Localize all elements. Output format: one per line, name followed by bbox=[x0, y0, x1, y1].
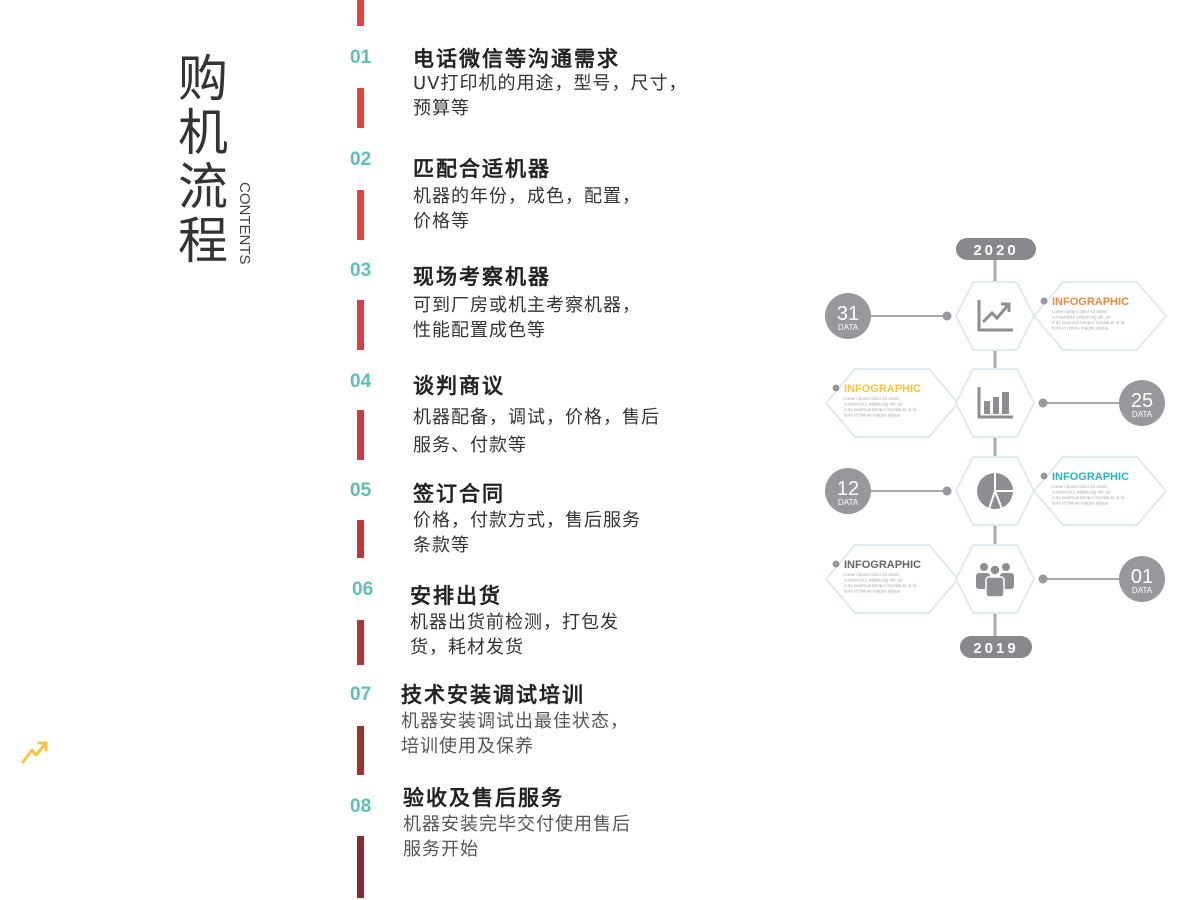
pie-chart-icon bbox=[977, 472, 1014, 510]
infographic-card bbox=[1032, 456, 1168, 526]
step-title: 验收及售后服务 bbox=[403, 786, 564, 810]
step-desc: 价格，付款方式，售后服务条款等 bbox=[413, 510, 641, 556]
data-value: 25 bbox=[1131, 390, 1153, 412]
page-title: 购机流程 bbox=[178, 50, 228, 270]
connector-dot bbox=[1038, 398, 1048, 408]
data-circle bbox=[1119, 556, 1165, 602]
label-dot bbox=[832, 560, 840, 568]
step-desc: 机器出货前检测，打包发货，耗材发货 bbox=[410, 612, 619, 658]
timeline-bar bbox=[357, 726, 364, 775]
timeline-bar bbox=[357, 620, 364, 665]
data-unit: DATA bbox=[1132, 410, 1153, 419]
step-number: 01 bbox=[350, 47, 372, 68]
step-title: 技术安装调试培训 bbox=[401, 683, 585, 707]
step-title: 电话微信等沟通需求 bbox=[413, 47, 620, 71]
step-number: 04 bbox=[350, 371, 372, 392]
data-unit: DATA bbox=[838, 498, 859, 507]
timeline-bar bbox=[357, 520, 364, 558]
step-desc: 机器的年份，成色，配置，价格等 bbox=[413, 186, 641, 232]
step-title: 签订合同 bbox=[413, 482, 505, 506]
infographic-label: INFOGRAPHIC bbox=[844, 559, 921, 571]
step-desc: 机器配备，调试，价格，售后服务、付款等 bbox=[413, 407, 660, 456]
step-desc: 机器安装完毕交付使用售后服务开始 bbox=[403, 814, 631, 860]
people-icon bbox=[976, 563, 1014, 598]
timeline-bar bbox=[357, 410, 364, 460]
data-unit: DATA bbox=[1132, 586, 1153, 595]
infographic-text: Lorem ipsum dolor sit amet, consectetur … bbox=[1052, 309, 1125, 331]
infographic-label: INFOGRAPHIC bbox=[844, 383, 921, 395]
timeline-bar bbox=[357, 836, 364, 898]
trend-arrow-icon bbox=[21, 741, 48, 764]
infographic-label: INFOGRAPHIC bbox=[1052, 471, 1129, 483]
year-bottom: 2019 bbox=[973, 640, 1018, 657]
step-number: 08 bbox=[350, 796, 372, 817]
line-chart-icon bbox=[977, 300, 1013, 332]
data-value: 12 bbox=[837, 478, 859, 500]
data-unit: DATA bbox=[838, 323, 859, 332]
infographic-text: Lorem ipsum dolor sit amet, consectetur … bbox=[844, 396, 917, 418]
step-desc: 可到厂房或机主考察机器，性能配置成色等 bbox=[413, 295, 641, 341]
label-dot bbox=[1040, 297, 1048, 305]
label-dot bbox=[832, 384, 840, 392]
year-top-badge: 2020 bbox=[956, 238, 1036, 260]
label-dot bbox=[1040, 472, 1048, 480]
bar-chart-icon bbox=[977, 387, 1013, 419]
infographic-text: Lorem ipsum dolor sit amet, consectetur … bbox=[1052, 484, 1125, 506]
data-circle bbox=[825, 468, 871, 514]
step-title: 现场考察机器 bbox=[413, 265, 551, 289]
infographic-text: Lorem ipsum dolor sit amet, consectetur … bbox=[844, 572, 917, 594]
connector-dot bbox=[942, 486, 952, 496]
step-title: 谈判商议 bbox=[413, 374, 505, 398]
infographic-label: INFOGRAPHIC bbox=[1052, 296, 1129, 308]
data-value: 01 bbox=[1131, 566, 1153, 588]
step-number: 06 bbox=[352, 579, 374, 600]
timeline-bar bbox=[357, 0, 364, 26]
connector-dot bbox=[1038, 574, 1048, 584]
year-top: 2020 bbox=[973, 242, 1018, 259]
step-number: 05 bbox=[350, 480, 372, 501]
year-bottom-badge: 2019 bbox=[960, 636, 1032, 658]
page-subtitle: CONTENTS bbox=[236, 182, 253, 265]
infographic-card bbox=[1032, 281, 1168, 351]
timeline-bar bbox=[357, 88, 364, 128]
connector-dot bbox=[942, 311, 952, 321]
data-circle bbox=[825, 293, 871, 339]
timeline-bar bbox=[357, 190, 364, 240]
data-circle bbox=[1119, 380, 1165, 426]
step-desc: UV打印机的用途，型号，尺寸，预算等 bbox=[413, 73, 688, 119]
data-value: 31 bbox=[837, 303, 859, 325]
timeline-bar bbox=[357, 300, 364, 350]
step-number: 07 bbox=[350, 684, 372, 705]
step-number: 03 bbox=[350, 260, 372, 281]
step-desc: 机器安装调试出最佳状态，培训使用及保养 bbox=[401, 711, 629, 757]
step-title: 安排出货 bbox=[410, 584, 502, 608]
step-number: 02 bbox=[350, 149, 372, 170]
step-title: 匹配合适机器 bbox=[413, 157, 551, 181]
